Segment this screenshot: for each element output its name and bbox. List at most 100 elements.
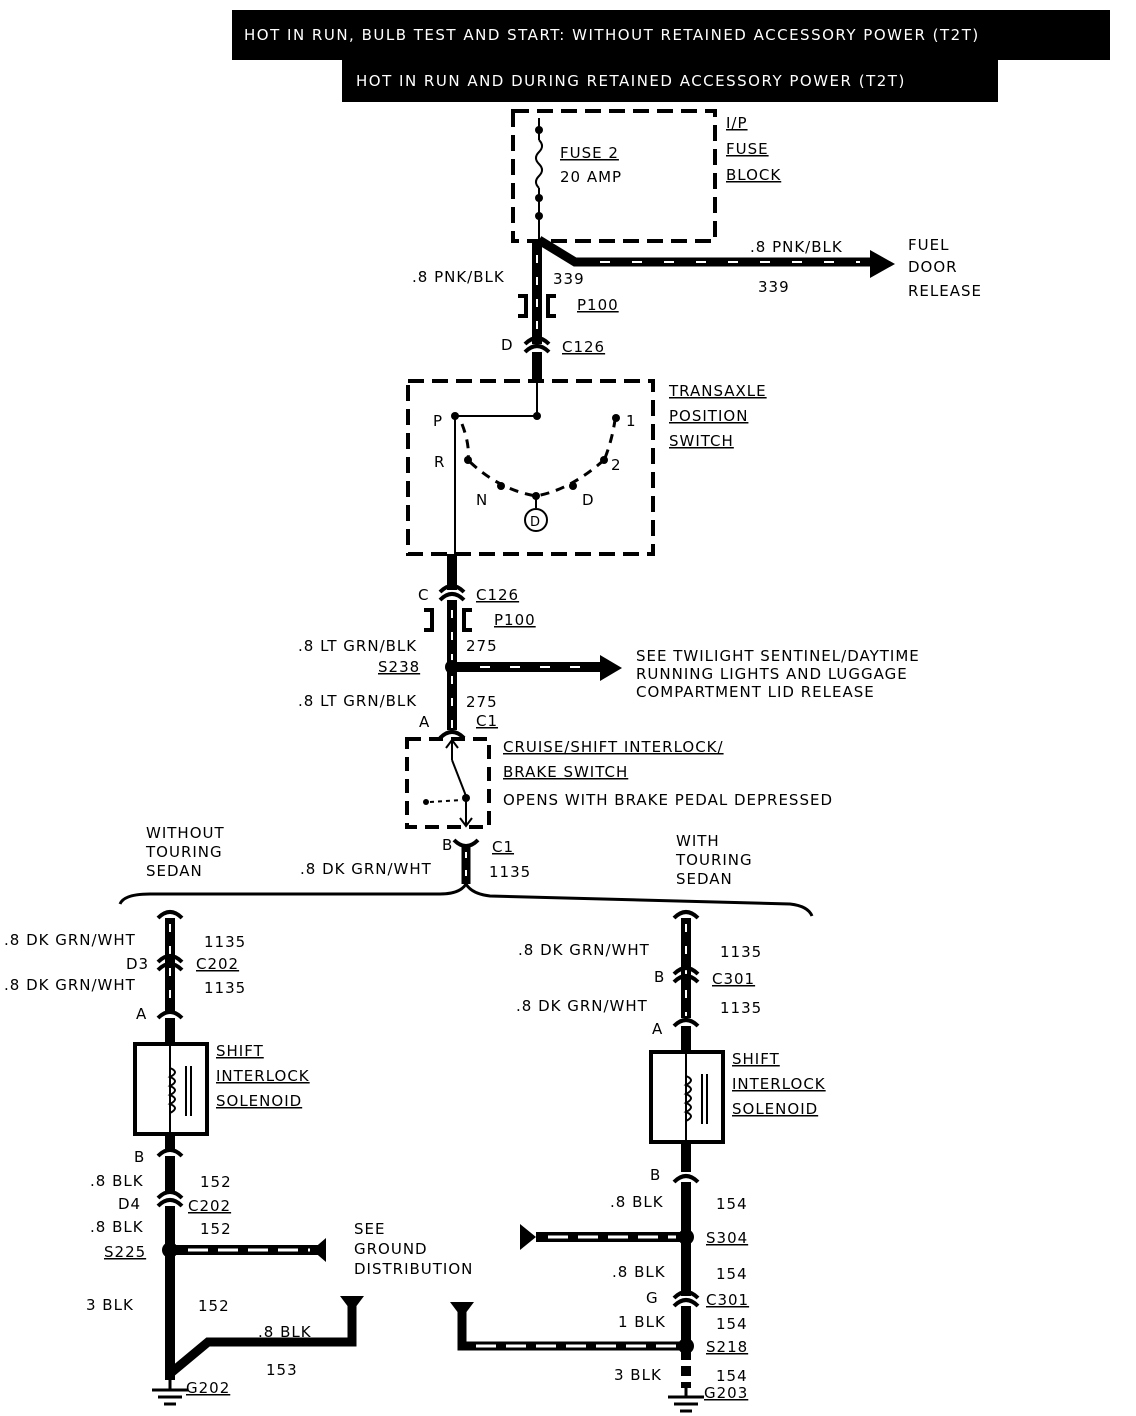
splice-s238-label: S238 — [378, 658, 420, 676]
left-shift-interlock-solenoid — [133, 1042, 209, 1136]
switch-pos-2: 2 — [611, 456, 622, 474]
brake-feed-circuit: 275 — [466, 693, 498, 711]
see-ground-3: DISTRIBUTION — [354, 1260, 473, 1278]
switch-output-pin: C — [418, 586, 429, 604]
left-splice-label: S225 — [104, 1243, 146, 1261]
arrow-down-icon — [340, 1296, 364, 1312]
branch-left-label-3: SEDAN — [146, 862, 203, 880]
left-gnd-wire4: .8 BLK — [258, 1323, 312, 1341]
switch-output-wire-label: .8 LT GRN/BLK — [298, 637, 417, 655]
switch-pos-p: P — [433, 412, 443, 430]
switch-output-circuit: 275 — [466, 637, 498, 655]
left-gnd-wire1: .8 BLK — [90, 1172, 144, 1190]
right-splice1-label: S304 — [706, 1229, 748, 1247]
see-ground-distribution: SEE GROUND DISTRIBUTION — [354, 1220, 473, 1278]
right-pin-a: A — [652, 1020, 663, 1038]
left-gnd-circuit3: 152 — [198, 1297, 230, 1315]
coil-icon — [683, 1075, 692, 1122]
right-gnd-circuit2: 154 — [716, 1265, 748, 1283]
left-gnd-wire2: .8 BLK — [90, 1218, 144, 1236]
arrow-left-icon — [312, 1238, 326, 1262]
ground-g202-label: G202 — [186, 1379, 230, 1397]
fuel-door-label-3: RELEASE — [908, 282, 982, 300]
right-conn2: C301 — [706, 1291, 749, 1309]
switch-pos-n: N — [476, 491, 488, 509]
left-solenoid-label-3: SOLENOID — [216, 1092, 302, 1110]
see-ground-2: GROUND — [354, 1240, 428, 1258]
header-banner-1: HOT IN RUN, BULB TEST AND START: WITHOUT… — [232, 10, 1110, 60]
left-circuit1: 1135 — [204, 933, 246, 951]
brake-output-circuit: 1135 — [489, 863, 531, 881]
fuse-block-label-1: I/P — [726, 114, 748, 132]
transaxle-label-2: POSITION — [669, 407, 748, 425]
fuel-door-circuit: 339 — [758, 278, 790, 296]
switch-pos-d: D — [582, 491, 595, 509]
fuse-block-label-2: FUSE — [726, 140, 769, 158]
right-solenoid-label-1: SHIFT — [732, 1050, 780, 1068]
arrow-down-icon — [450, 1302, 474, 1318]
switch-pos-r: R — [434, 453, 445, 471]
left-pin-d3: D3 — [126, 955, 149, 973]
left-circuit: .8 DK GRN/WHT 1135 D3 C202 .8 DK GRN/WHT… — [4, 910, 364, 1406]
right-gnd-circuit4: 154 — [716, 1367, 748, 1385]
brake-feed-wire: .8 LT GRN/BLK — [298, 692, 417, 710]
right-wire1: .8 DK GRN/WHT — [518, 941, 650, 959]
right-pin-b: B — [650, 1166, 661, 1184]
left-gnd-circuit4: 153 — [266, 1361, 298, 1379]
fuel-door-label-1: FUEL — [908, 236, 949, 254]
brake-switch-note: OPENS WITH BRAKE PEDAL DEPRESSED — [503, 791, 833, 809]
left-solenoid-label-2: INTERLOCK — [216, 1067, 310, 1085]
see-ground-1: SEE — [354, 1220, 385, 1238]
main-feed-circuit: 339 — [553, 270, 585, 288]
right-gnd-wire3: 1 BLK — [618, 1313, 666, 1331]
left-gnd-wire3: 3 BLK — [86, 1296, 134, 1314]
left-pin-d4: D4 — [118, 1195, 141, 1213]
branch-right-label-3: SEDAN — [676, 870, 733, 888]
left-solenoid-label-1: SHIFT — [216, 1042, 264, 1060]
switch-circled-d: D — [530, 515, 541, 530]
brake-output-connector: C1 — [492, 838, 514, 856]
ground-g203-label: G203 — [704, 1384, 748, 1402]
branch-right-label-2: TOURING — [675, 851, 753, 869]
branch-left-label-1: WITHOUT — [146, 824, 225, 842]
transaxle-label-1: TRANSAXLE — [668, 382, 767, 400]
left-wire2: .8 DK GRN/WHT — [4, 976, 136, 994]
right-shift-interlock-solenoid — [649, 1050, 725, 1144]
fuse-block-label-3: BLOCK — [726, 166, 781, 184]
main-feed-wire-label: .8 PNK/BLK — [412, 268, 505, 286]
right-conn: C301 — [712, 970, 755, 988]
fuel-door-branch: .8 PNK/BLK 339 FUEL DOOR RELEASE — [536, 236, 982, 300]
header-1-text: HOT IN RUN, BULB TEST AND START: WITHOUT… — [244, 26, 980, 44]
fuel-door-label-2: DOOR — [908, 258, 958, 276]
header-2-text: HOT IN RUN AND DURING RETAINED ACCESSORY… — [356, 72, 906, 90]
see-twilight-1: SEE TWILIGHT SENTINEL/DAYTIME — [636, 647, 920, 665]
right-pin-b-top: B — [654, 968, 665, 986]
left-conn: C202 — [196, 955, 239, 973]
main-feed-pin: D — [501, 336, 514, 354]
fuse-icon — [535, 139, 543, 189]
left-conn2: C202 — [188, 1197, 231, 1215]
ground-g202-icon — [152, 1380, 188, 1406]
main-feed-connector: C126 — [562, 338, 605, 356]
switch-output-passthrough: P100 — [494, 611, 536, 629]
left-pin-b: B — [134, 1148, 145, 1166]
brake-feed: .8 LT GRN/BLK 275 A C1 — [298, 692, 498, 740]
switch-pos-1: 1 — [626, 412, 637, 430]
main-feed-wire: .8 PNK/BLK 339 P100 D C126 — [412, 240, 618, 380]
right-wire2: .8 DK GRN/WHT — [516, 997, 648, 1015]
brake-output-wire-label: .8 DK GRN/WHT — [300, 860, 432, 878]
fuse-rating: 20 AMP — [560, 168, 622, 186]
header-banner-2: HOT IN RUN AND DURING RETAINED ACCESSORY… — [342, 60, 998, 102]
brake-feed-pin: A — [419, 713, 430, 731]
arrow-right-icon — [870, 250, 895, 278]
right-solenoid-label-3: SOLENOID — [732, 1100, 818, 1118]
brake-feed-connector: C1 — [476, 712, 498, 730]
left-gnd-circuit2: 152 — [200, 1220, 232, 1238]
connector-c126-icon — [523, 336, 551, 346]
transaxle-position-switch: P R N D 2 1 D TRANSAXLE POSITION SWITCH — [406, 379, 767, 566]
brake-switch: CRUISE/SHIFT INTERLOCK/ BRAKE SWITCH OPE… — [405, 737, 833, 829]
switch-output-connector: C126 — [476, 586, 519, 604]
left-gnd-circuit1: 152 — [200, 1173, 232, 1191]
brake-output-wire: B C1 .8 DK GRN/WHT 1135 — [300, 836, 531, 884]
